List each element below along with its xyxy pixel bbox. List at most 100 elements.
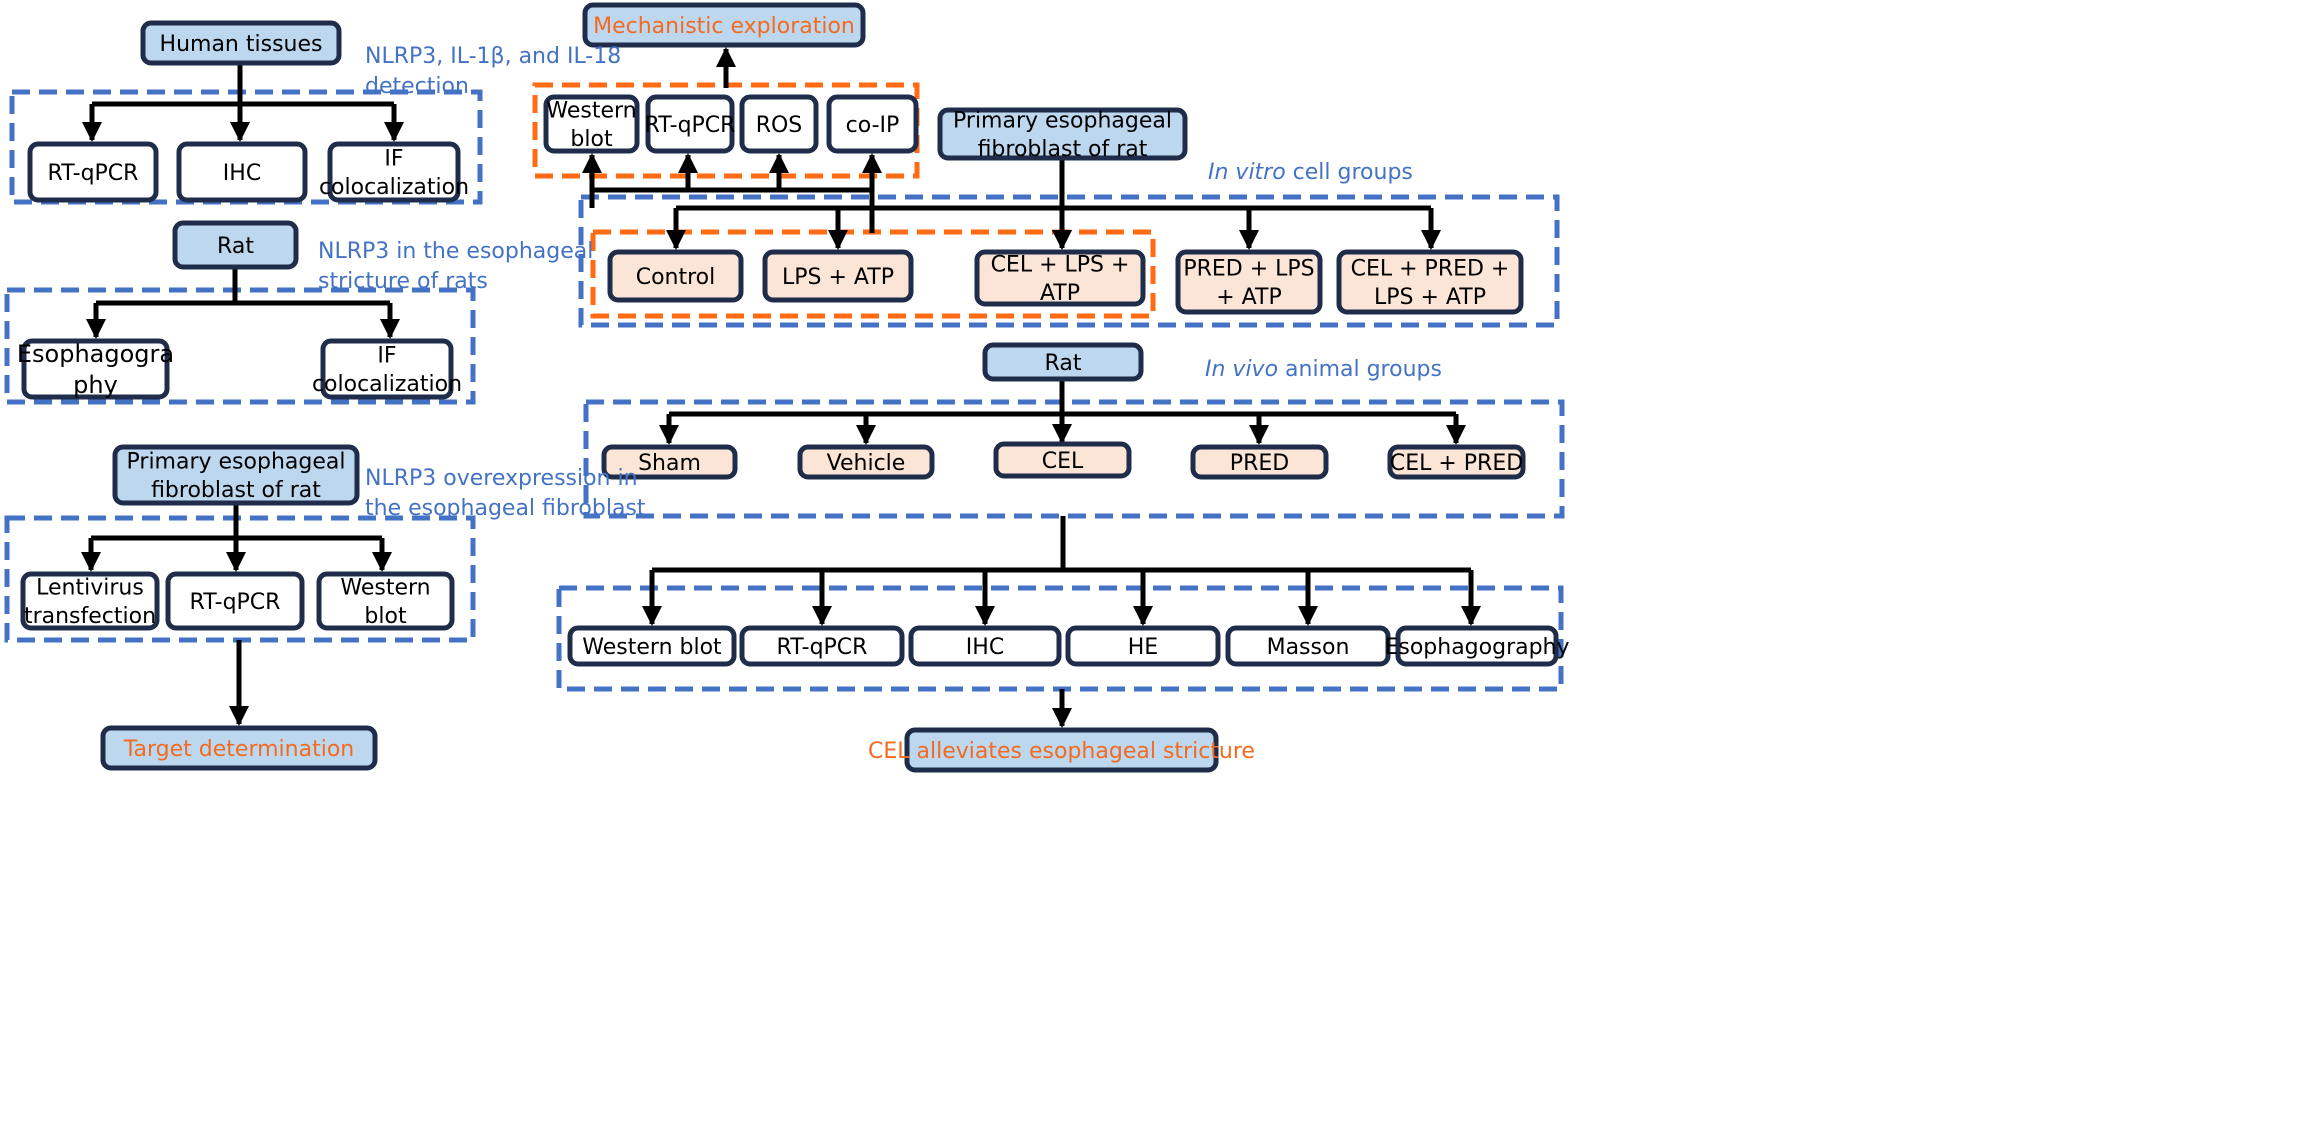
in-vitro-group-4-label-line-0: CEL + PRED + bbox=[1351, 257, 1510, 282]
in-vivo-header-label-line-0: Rat bbox=[1045, 351, 1082, 376]
in-vitro-dashed-group bbox=[578, 194, 1560, 328]
mechanism-method-2-label-line-0: ROS bbox=[756, 113, 803, 138]
rat-header-label-line-0: Rat bbox=[217, 234, 254, 259]
target-determination-box bbox=[100, 725, 378, 771]
rat-note-line-1: stricture of rats bbox=[318, 269, 488, 294]
mechanism-method-0-label-line-0: Western bbox=[546, 99, 636, 124]
in-vivo-method-3 bbox=[1065, 625, 1221, 667]
overexpression-method-1-label: RT-qPCR bbox=[190, 590, 281, 615]
in-vitro-group-4-label: CEL + PRED +LPS + ATP bbox=[1351, 257, 1510, 311]
in-vitro-group-3-label: PRED + LPS+ ATP bbox=[1183, 257, 1314, 311]
in-vivo-group-1 bbox=[797, 444, 935, 480]
in-vivo-group-1-label: Vehicle bbox=[827, 451, 906, 476]
in-vitro-note: In vitro cell groups bbox=[1208, 160, 1413, 185]
human-tissues-header bbox=[140, 20, 342, 66]
in-vitro-header-label-line-1: fibroblast of rat bbox=[978, 137, 1148, 162]
rat-header-label: Rat bbox=[217, 234, 254, 259]
in-vivo-group-0-label: Sham bbox=[638, 451, 701, 476]
mechanism-method-0-label: Western blot bbox=[546, 99, 636, 153]
in-vivo-header-label: Rat bbox=[1045, 351, 1082, 376]
overexpression-note: NLRP3 overexpression in the esophageal fi… bbox=[365, 466, 646, 521]
rat-method-0 bbox=[21, 338, 170, 400]
in-vivo-note-italic: In vivo bbox=[1205, 357, 1278, 382]
overexpression-header-label-line-0: Primary esophageal bbox=[127, 450, 346, 475]
human-method-0-label-line-0: RT-qPCR bbox=[48, 161, 139, 186]
overexpression-method-0-label-line-0: Lentivirus bbox=[36, 576, 144, 601]
in-vitro-group-2 bbox=[974, 249, 1146, 307]
mechanism-method-1-label-line-0: RT-qPCR bbox=[645, 113, 736, 138]
human-method-2-label-line-0: IF bbox=[384, 147, 403, 172]
in-vivo-method-2 bbox=[908, 625, 1062, 667]
human-method-2 bbox=[327, 141, 461, 203]
mechanism-method-0-label-line-1: blot bbox=[570, 127, 613, 152]
in-vitro-group-1-label: LPS + ATP bbox=[782, 265, 894, 290]
in-vivo-method-2-label-line-0: IHC bbox=[966, 635, 1004, 660]
in-vivo-group-0 bbox=[601, 444, 738, 480]
rat-method-1-label-line-0: IF bbox=[377, 344, 396, 369]
human-method-0-label: RT-qPCR bbox=[48, 161, 139, 186]
in-vitro-group-2-label-line-1: ATP bbox=[1040, 281, 1080, 306]
target-determination-box-label-line-0: Target determination bbox=[123, 737, 354, 762]
overexpression-header-label-line-1: fibroblast of rat bbox=[151, 478, 321, 503]
rat-note: NLRP3 in the esophageal stricture of rats bbox=[318, 239, 593, 294]
mechanism-method-2-label: ROS bbox=[756, 113, 803, 138]
in-vivo-group-2-label: CEL bbox=[1042, 449, 1084, 474]
overexpression-method-2 bbox=[316, 571, 455, 631]
human-tissues-header-label: Human tissues bbox=[160, 32, 323, 57]
human-method-1-label: IHC bbox=[223, 161, 261, 186]
in-vitro-group-3 bbox=[1175, 249, 1323, 315]
in-vivo-group-3-label-line-0: PRED bbox=[1230, 451, 1289, 476]
mechanism-method-1 bbox=[645, 94, 735, 154]
human-method-0 bbox=[27, 141, 159, 203]
rat-note-line-0: NLRP3 in the esophageal bbox=[318, 239, 593, 264]
in-vivo-method-4-label-line-0: Masson bbox=[1267, 635, 1350, 660]
human-method-1-label-line-0: IHC bbox=[223, 161, 261, 186]
in-vivo-method-1-label: RT-qPCR bbox=[777, 635, 868, 660]
cel-alleviates-box bbox=[904, 727, 1219, 773]
in-vivo-method-3-label-line-0: HE bbox=[1128, 635, 1158, 660]
in-vivo-group-3-label: PRED bbox=[1230, 451, 1289, 476]
cel-alleviates-box-label-line-0: CEL alleviates esophageal stricture bbox=[868, 739, 1255, 764]
human-method-1 bbox=[176, 141, 308, 203]
rat-method-0-label-line-1: phy bbox=[73, 371, 118, 399]
cel-alleviates-box-label: CEL alleviates esophageal stricture bbox=[868, 739, 1255, 764]
mechanism-method-2 bbox=[739, 94, 819, 154]
mechanistic-exploration-box bbox=[582, 2, 866, 48]
in-vitro-group-0 bbox=[607, 249, 744, 303]
overexpression-note-line-0: NLRP3 overexpression in bbox=[365, 466, 638, 491]
in-vivo-method-5-label-line-0: Esophagography bbox=[1384, 635, 1569, 660]
human-tissues-header-label-line-0: Human tissues bbox=[160, 32, 323, 57]
in-vitro-group-4 bbox=[1336, 249, 1524, 315]
rat-method-0-label-line-0: Esophagogra bbox=[17, 340, 174, 368]
in-vivo-method-5-label: Esophagography bbox=[1384, 635, 1569, 660]
in-vivo-group-2 bbox=[993, 441, 1132, 479]
mechanism-method-3-label-line-0: co-IP bbox=[846, 113, 900, 138]
overexpression-header bbox=[112, 444, 360, 506]
in-vitro-header bbox=[937, 107, 1188, 161]
in-vivo-method-5 bbox=[1395, 625, 1559, 667]
mechanism-method-0 bbox=[543, 94, 640, 154]
rat-method-0-label: Esophagogra phy bbox=[17, 340, 174, 399]
in-vitro-group-0-label: Control bbox=[636, 265, 716, 290]
in-vivo-method-0 bbox=[567, 625, 737, 667]
human-method-2-label-line-1: colocalization bbox=[319, 175, 469, 200]
overexpression-note-line-1: the esophageal fibroblast bbox=[365, 496, 646, 521]
in-vivo-group-4 bbox=[1387, 444, 1526, 480]
in-vitro-group-0-label-line-0: Control bbox=[636, 265, 716, 290]
in-vitro-note-rest: cell groups bbox=[1286, 160, 1413, 185]
overexpression-method-1-label-line-0: RT-qPCR bbox=[190, 590, 281, 615]
in-vitro-header-label-line-0: Primary esophageal bbox=[953, 109, 1172, 134]
mechanism-method-3 bbox=[826, 94, 919, 154]
in-vivo-group-2-label-line-0: CEL bbox=[1042, 449, 1084, 474]
in-vitro-group-2-label: CEL + LPS +ATP bbox=[991, 253, 1130, 307]
in-vivo-method-3-label: HE bbox=[1128, 635, 1158, 660]
in-vitro-header-label: Primary esophageal fibroblast of rat bbox=[953, 109, 1172, 163]
in-vivo-dashed-group bbox=[583, 399, 1565, 519]
human-tissues-note-line-0: NLRP3, IL-1β, and IL-18 bbox=[365, 44, 621, 69]
mechanistic-exploration-box-label: Mechanistic exploration bbox=[593, 14, 855, 39]
in-vivo-method-4-label: Masson bbox=[1267, 635, 1350, 660]
rat-header bbox=[172, 220, 299, 270]
